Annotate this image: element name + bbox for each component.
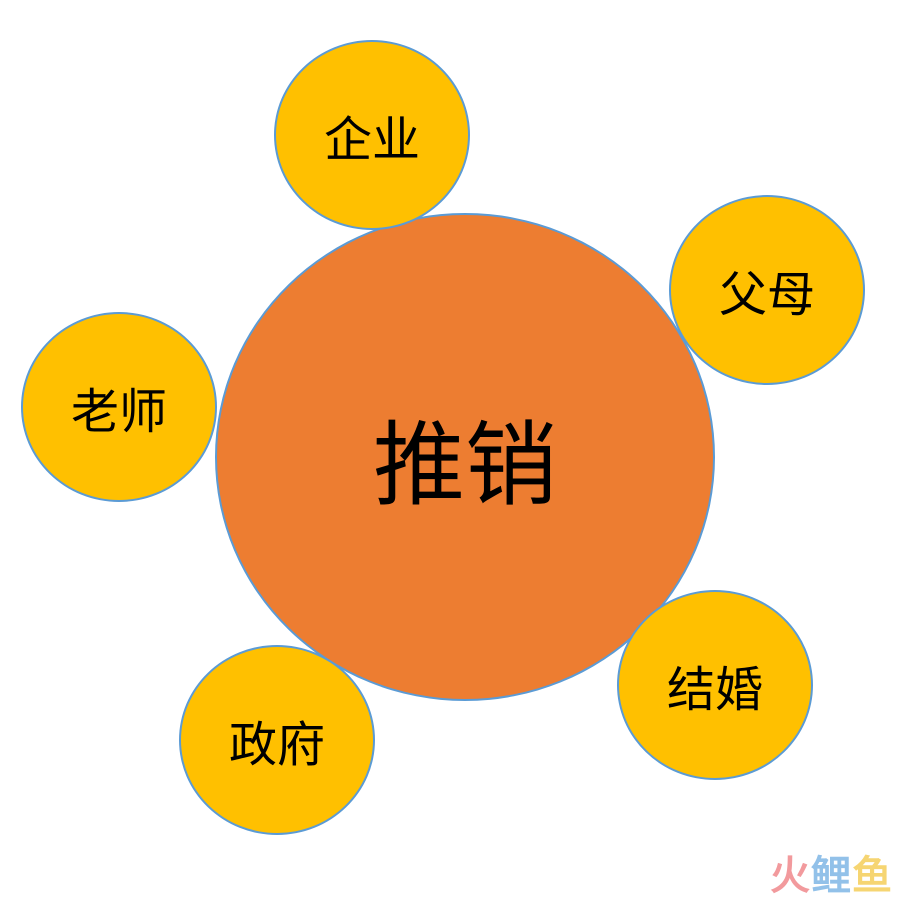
watermark-logo: 火鲤鱼 [770, 843, 893, 901]
satellite-label: 政府 [228, 717, 325, 773]
satellite-label: 结婚 [666, 662, 763, 718]
watermark-char: 火 [770, 853, 811, 899]
satellite-label: 老师 [70, 384, 167, 440]
watermark-char: 鲤 [811, 853, 852, 899]
satellite-circle-zhengfu: 政府 [179, 645, 375, 835]
center-label: 推销 [372, 411, 557, 519]
satellite-circle-fumu: 父母 [669, 195, 865, 385]
center-circle: 推销 [215, 213, 715, 701]
satellite-circle-qiye: 企业 [274, 40, 470, 230]
satellite-label: 企业 [323, 112, 420, 168]
satellite-circle-jiehun: 结婚 [617, 590, 813, 780]
satellite-label: 父母 [718, 267, 815, 323]
watermark-char: 鱼 [852, 853, 893, 899]
satellite-circle-laoshi: 老师 [21, 312, 217, 502]
